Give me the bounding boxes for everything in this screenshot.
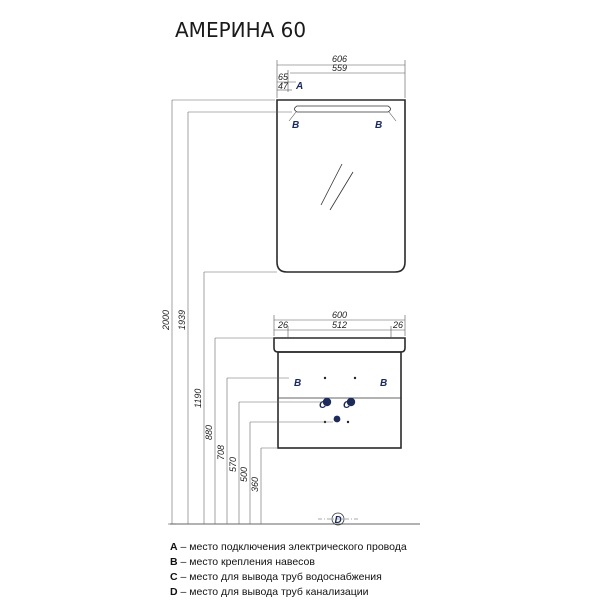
height-2000: 2000 xyxy=(161,310,171,331)
floor-drain: D xyxy=(318,512,360,526)
floor-drain-icon xyxy=(331,512,345,526)
mirror-offset-inner: 47 xyxy=(278,81,289,91)
mirror-width-outer: 606 xyxy=(332,54,347,64)
mirror-offset-top: 65 xyxy=(278,72,289,82)
legend-item-b: B – место крепления навесов xyxy=(170,556,315,568)
cabinet-width-outer: 600 xyxy=(332,310,347,320)
mirror-outline xyxy=(276,99,406,273)
height-dimensions: 2000 1939 1190 880 708 570 500 360 xyxy=(161,99,420,525)
legend: A – место подключения электрического про… xyxy=(170,540,590,600)
mirror-reflection-mark xyxy=(320,163,343,206)
pipe-c-left-icon xyxy=(322,397,332,407)
cabinet-marker-b-right: B xyxy=(380,378,387,389)
pipe-c-right-icon xyxy=(346,397,356,407)
height-880: 880 xyxy=(204,425,214,440)
height-1939: 1939 xyxy=(177,310,187,330)
cabinet-side-left: 26 xyxy=(277,320,288,330)
mirror-marker-b-left: B xyxy=(292,120,299,131)
mirror-light-bar xyxy=(294,105,391,113)
cabinet-countertop xyxy=(273,337,406,353)
cabinet-dimensions: 600 512 26 26 xyxy=(273,310,406,338)
marker-a: A xyxy=(295,81,303,92)
cabinet-marker-c-right: C xyxy=(343,400,351,411)
cabinet: B B C C xyxy=(273,337,406,449)
cabinet-body xyxy=(277,351,402,449)
height-360: 360 xyxy=(250,477,260,492)
cabinet-width-inner: 512 xyxy=(332,320,347,330)
legend-item-d: D – место для вывода труб канализации xyxy=(170,586,369,598)
legend-item-a: A – место подключения электрического про… xyxy=(170,541,407,553)
cabinet-marker-c-left: C xyxy=(319,400,327,411)
cabinet-marker-b-left: B xyxy=(294,378,301,389)
height-708: 708 xyxy=(216,445,226,460)
mirror: A B B xyxy=(276,81,406,273)
mirror-width-inner: 559 xyxy=(332,63,347,73)
mirror-dimensions: 606 559 65 47 xyxy=(276,54,406,98)
page-title: АМЕРИНА 60 xyxy=(175,18,306,42)
pipe-d-icon xyxy=(333,415,341,423)
height-570: 570 xyxy=(228,457,238,472)
height-500: 500 xyxy=(239,467,249,482)
cabinet-side-right: 26 xyxy=(392,320,403,330)
mirror-marker-b-right: B xyxy=(375,120,382,131)
legend-item-c: C – место для вывода труб водоснабжения xyxy=(170,571,382,583)
floor-marker-d: D xyxy=(335,515,342,526)
height-1190: 1190 xyxy=(193,389,203,408)
